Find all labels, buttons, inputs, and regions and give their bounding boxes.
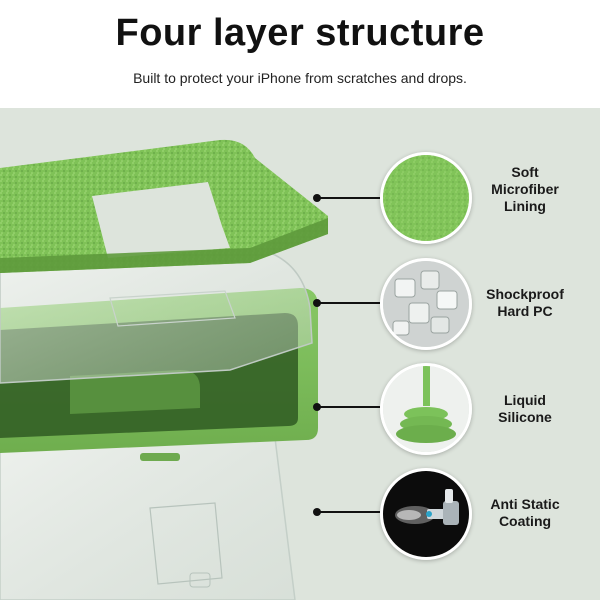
feature-label: Soft Microfiber Lining — [491, 164, 559, 214]
connector-line — [318, 197, 380, 199]
connector-line — [318, 406, 380, 408]
clear-cubes-icon — [380, 258, 472, 350]
connector-dot — [313, 299, 321, 307]
connector-line — [318, 302, 380, 304]
page-title: Four layer structure — [115, 12, 485, 54]
page-subtitle: Built to protect your iPhone from scratc… — [133, 70, 467, 86]
connector-dot — [313, 194, 321, 202]
spray-nozzle-icon — [380, 468, 472, 560]
liquid-silicone-icon — [380, 363, 472, 455]
header: Four layer structure Built to protect yo… — [0, 0, 600, 108]
feature-label: Liquid Silicone — [498, 392, 552, 425]
feature-label: Anti Static Coating — [490, 496, 560, 529]
product-scene: Soft Microfiber Lining Shockproof Hard P… — [0, 108, 600, 600]
connector-dot — [313, 403, 321, 411]
feature-label: Shockproof Hard PC — [486, 286, 564, 319]
connector-dot — [313, 508, 321, 516]
microfiber-texture-icon — [380, 152, 472, 244]
phone-case-layers-illustration — [0, 139, 328, 600]
connector-line — [318, 511, 380, 513]
